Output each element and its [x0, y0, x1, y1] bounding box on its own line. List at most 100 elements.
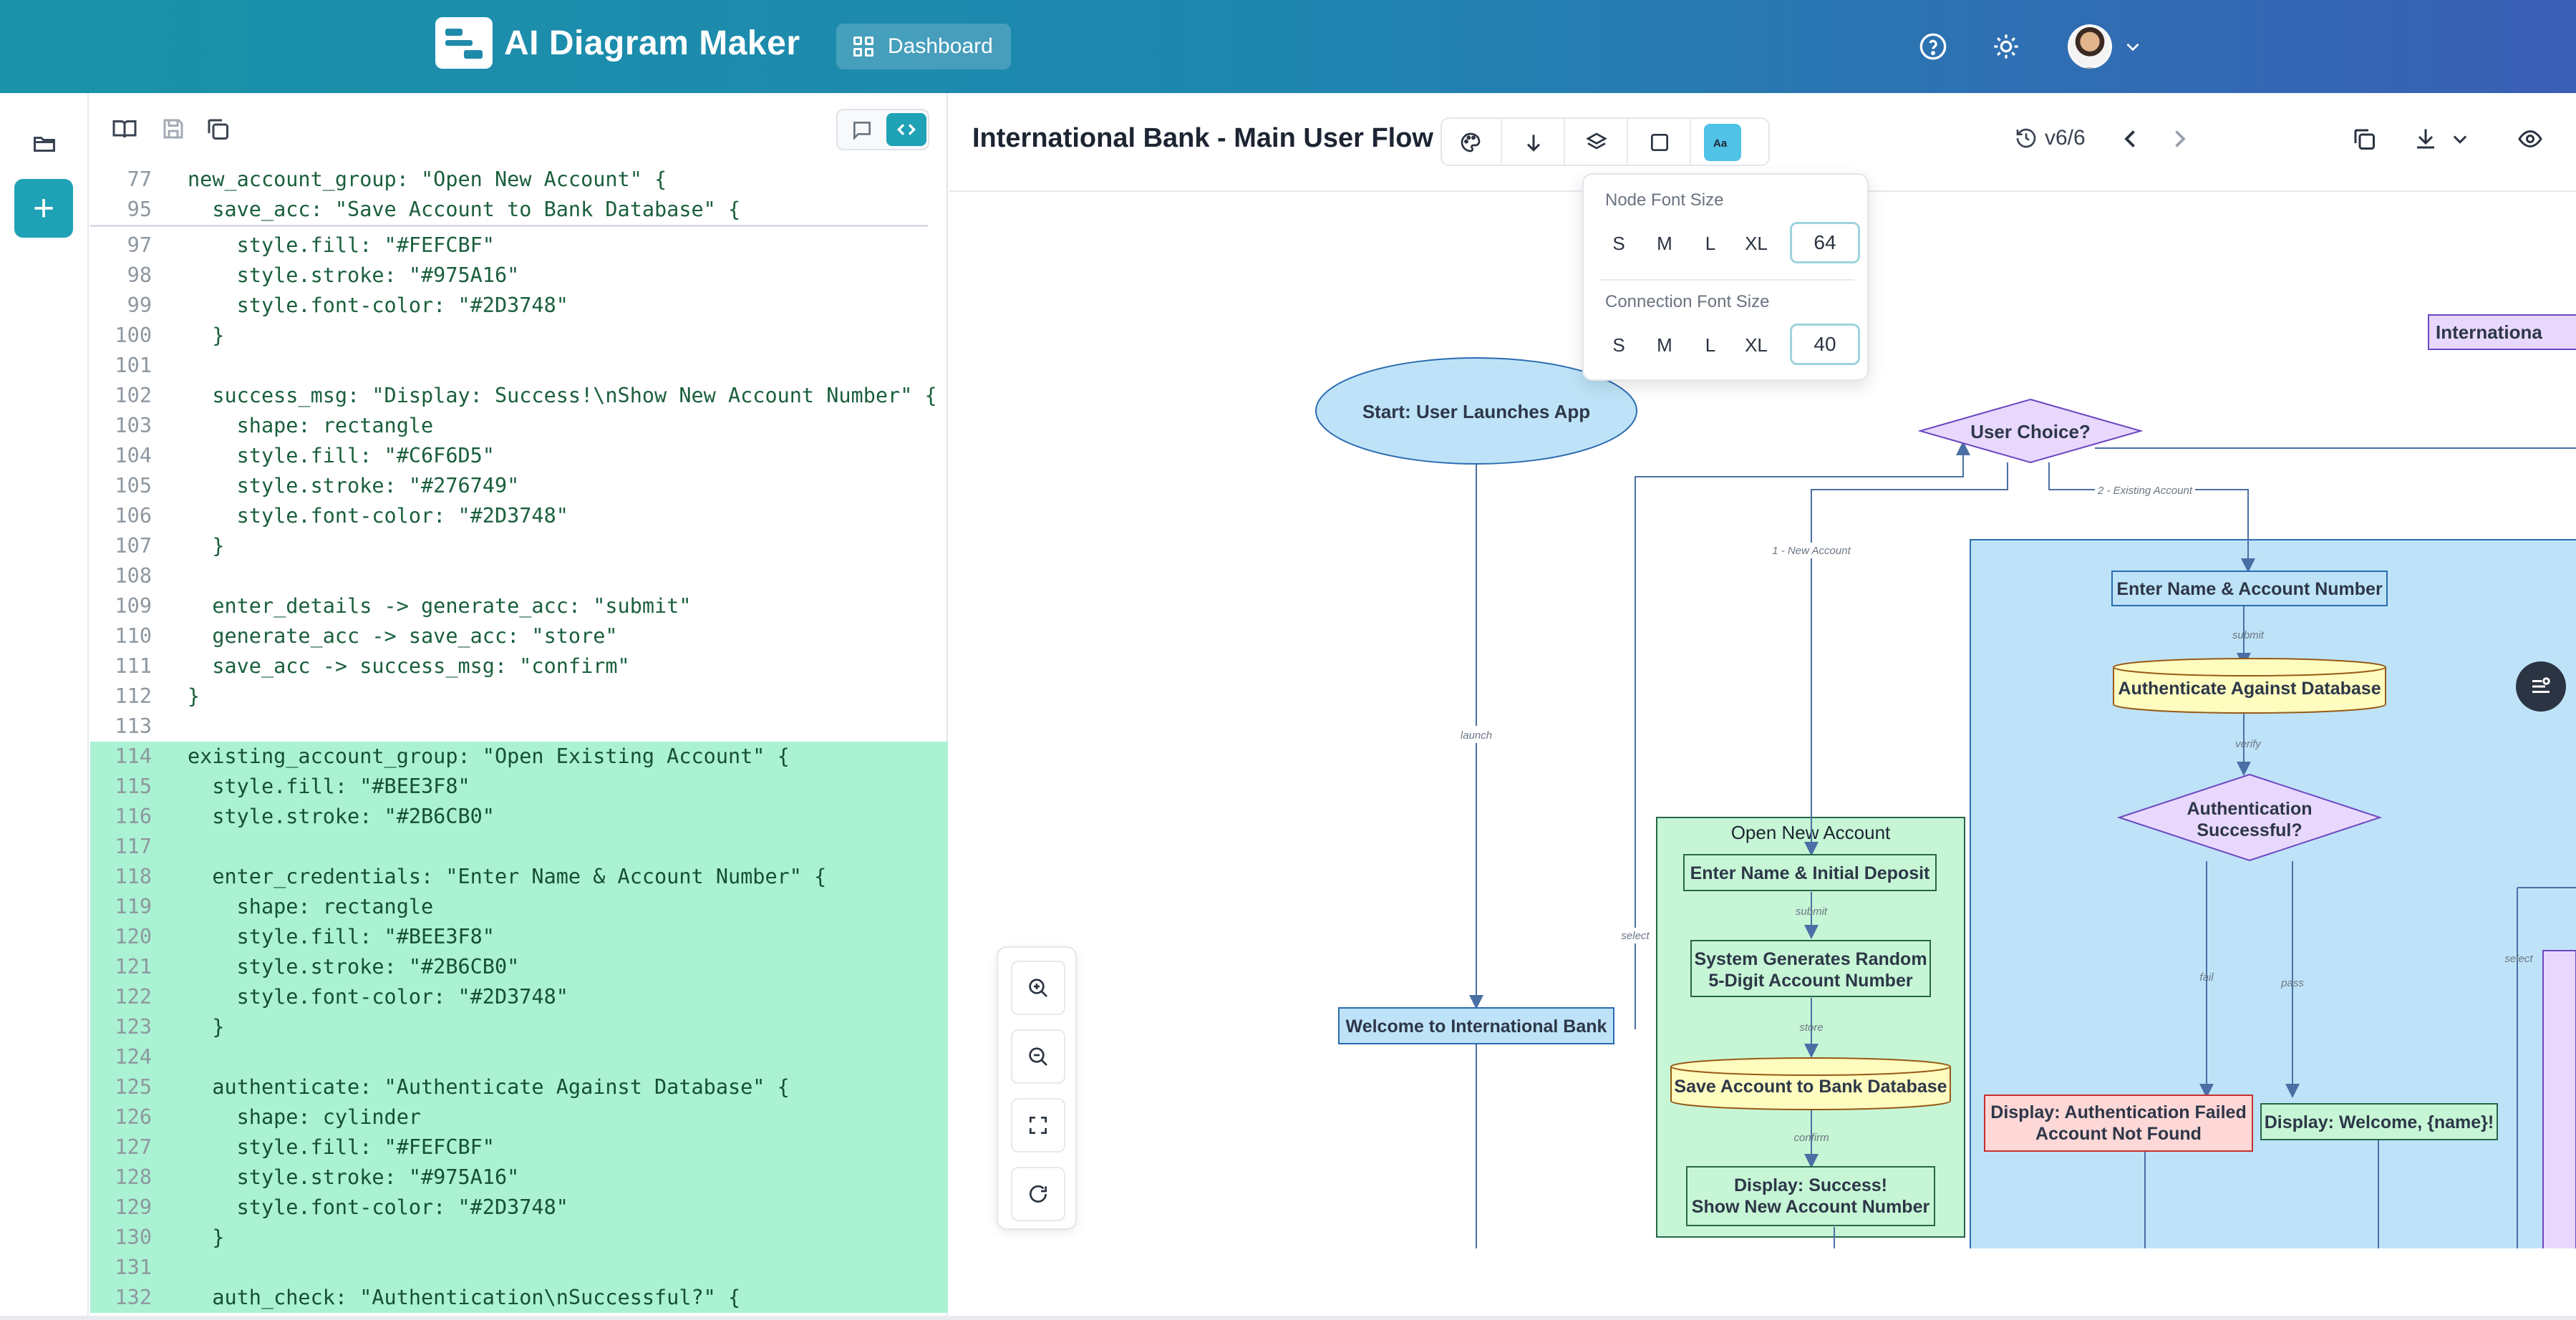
- book-icon[interactable]: [112, 116, 137, 142]
- code-line[interactable]: 127 style.fill: "#FEFCBF": [90, 1132, 948, 1163]
- code-line[interactable]: 101: [90, 351, 948, 381]
- user-choice-node[interactable]: [1917, 398, 2144, 464]
- node-size-xl[interactable]: XL: [1745, 233, 1768, 254]
- code-line[interactable]: 112}: [90, 681, 948, 712]
- code-line[interactable]: 128 style.stroke: "#975A16": [90, 1163, 948, 1193]
- code-line[interactable]: 107 }: [90, 531, 948, 561]
- user-avatar[interactable]: [2068, 24, 2112, 69]
- code-line[interactable]: 108: [90, 561, 948, 591]
- theme-palette-button[interactable]: [1452, 124, 1489, 161]
- chevron-down-icon[interactable]: [2124, 37, 2142, 56]
- success-node[interactable]: [1686, 1166, 1935, 1226]
- diagram-area[interactable]: Open New Account launch: [949, 192, 2576, 1248]
- conn-size-l[interactable]: L: [1705, 334, 1716, 356]
- code-line[interactable]: 124: [90, 1042, 948, 1072]
- shape-style-button[interactable]: [1641, 124, 1678, 161]
- code-line[interactable]: 131: [90, 1253, 948, 1283]
- outline-panel-button[interactable]: [2516, 661, 2566, 712]
- start-node[interactable]: [1315, 357, 1637, 465]
- download-icon[interactable]: [2413, 126, 2439, 152]
- chat-mode-button[interactable]: [842, 115, 882, 145]
- add-diagram-button[interactable]: +: [14, 179, 73, 238]
- partial-right-node[interactable]: [2542, 950, 2576, 1248]
- editor-mode-toggle[interactable]: [836, 109, 929, 150]
- save-icon[interactable]: [160, 116, 186, 142]
- chevron-right-icon[interactable]: [2166, 126, 2192, 152]
- code-line[interactable]: 117: [90, 832, 948, 862]
- code-line[interactable]: 130 }: [90, 1223, 948, 1253]
- code-text: }: [188, 1015, 225, 1039]
- code-line[interactable]: 109 enter_details -> generate_acc: "subm…: [90, 591, 948, 621]
- code-line[interactable]: 120 style.fill: "#BEE3F8": [90, 922, 948, 952]
- zoom-out-button[interactable]: [1011, 1029, 1065, 1084]
- code-line[interactable]: 125 authenticate: "Authenticate Against …: [90, 1072, 948, 1102]
- code-line[interactable]: 99 style.font-color: "#2D3748": [90, 291, 948, 321]
- folder-icon[interactable]: [32, 130, 57, 156]
- code-line[interactable]: 111 save_acc -> success_msg: "confirm": [90, 651, 948, 681]
- node-size-l[interactable]: L: [1705, 233, 1716, 254]
- layers-button[interactable]: [1578, 124, 1615, 161]
- node-size-s[interactable]: S: [1612, 233, 1625, 254]
- code-line[interactable]: 103 shape: rectangle: [90, 411, 948, 441]
- code-line[interactable]: 102 success_msg: "Display: Success!\nSho…: [90, 381, 948, 411]
- code-line[interactable]: 113: [90, 712, 948, 742]
- dashboard-button[interactable]: Dashboard: [836, 24, 1011, 69]
- save-db-node[interactable]: [1670, 1057, 1951, 1110]
- layout-direction-button[interactable]: [1515, 124, 1552, 161]
- code-text: existing_account_group: "Open Existing A…: [188, 744, 790, 768]
- reset-view-button[interactable]: [1011, 1167, 1065, 1221]
- authenticate-db-node[interactable]: [2113, 658, 2386, 714]
- duplicate-icon[interactable]: [2351, 126, 2377, 152]
- code-line[interactable]: 97 style.fill: "#FEFCBF": [90, 230, 948, 261]
- code-line[interactable]: 132 auth_check: "Authentication\nSuccess…: [90, 1283, 948, 1313]
- code-line[interactable]: 123 }: [90, 1012, 948, 1042]
- enter-deposit-node[interactable]: [1683, 854, 1937, 891]
- code-line[interactable]: 129 style.font-color: "#2D3748": [90, 1193, 948, 1223]
- connection-font-size-input[interactable]: 40: [1790, 324, 1860, 365]
- chevron-left-icon[interactable]: [2118, 126, 2144, 152]
- code-line[interactable]: 126 shape: cylinder: [90, 1102, 948, 1132]
- help-icon[interactable]: [1919, 32, 1947, 61]
- code-line[interactable]: 106 style.font-color: "#2D3748": [90, 501, 948, 531]
- font-size-button[interactable]: Aa: [1704, 124, 1741, 161]
- code-line[interactable]: 121 style.stroke: "#2B6CB0": [90, 952, 948, 982]
- code-line[interactable]: 104 style.fill: "#C6F6D5": [90, 441, 948, 471]
- user-choice-label: User Choice?: [1970, 421, 2091, 442]
- version-indicator[interactable]: v6/6: [2015, 126, 2086, 150]
- conn-size-m[interactable]: M: [1657, 334, 1672, 356]
- preview-eye-icon[interactable]: [2517, 126, 2543, 152]
- welcome-name-node[interactable]: [2260, 1103, 2498, 1140]
- code-line[interactable]: 116 style.stroke: "#2B6CB0": [90, 802, 948, 832]
- code-mode-button[interactable]: [886, 113, 926, 146]
- bottom-scrollbar[interactable]: [0, 1316, 2576, 1320]
- zoom-in-button[interactable]: [1011, 961, 1065, 1015]
- partial-node[interactable]: [2428, 314, 2576, 350]
- code-line[interactable]: 118 enter_credentials: "Enter Name & Acc…: [90, 862, 948, 892]
- code-line[interactable]: 100 }: [90, 321, 948, 351]
- diagram-title[interactable]: International Bank - Main User Flow: [972, 123, 1433, 153]
- auth-failed-node[interactable]: [1984, 1095, 2253, 1152]
- copy-icon[interactable]: [205, 116, 231, 142]
- conn-size-xl[interactable]: XL: [1745, 334, 1768, 356]
- code-line[interactable]: 122 style.font-color: "#2D3748": [90, 982, 948, 1012]
- chevron-down-icon[interactable]: [2450, 126, 2470, 152]
- theme-sun-icon[interactable]: [1992, 32, 2020, 61]
- node-font-size-input[interactable]: 64: [1790, 222, 1860, 263]
- fit-view-button[interactable]: [1011, 1098, 1065, 1152]
- code-line[interactable]: 105 style.stroke: "#276749": [90, 471, 948, 501]
- code-line[interactable]: 98 style.stroke: "#975A16": [90, 261, 948, 291]
- conn-size-s[interactable]: S: [1612, 334, 1625, 356]
- code-line[interactable]: 115 style.fill: "#BEE3F8": [90, 772, 948, 802]
- code-line[interactable]: 119 shape: rectangle: [90, 892, 948, 922]
- node-size-m[interactable]: M: [1657, 233, 1672, 254]
- welcome-node[interactable]: [1338, 1007, 1614, 1044]
- brand[interactable]: AI Diagram Maker: [435, 17, 800, 69]
- generate-account-node[interactable]: [1690, 940, 1931, 997]
- auth-check-node[interactable]: [2116, 773, 2383, 862]
- code-line[interactable]: 110 generate_acc -> save_acc: "store": [90, 621, 948, 651]
- enter-name-account-node[interactable]: [2111, 571, 2388, 606]
- sticky-code-line[interactable]: 95 save_acc: "Save Account to Bank Datab…: [90, 195, 948, 225]
